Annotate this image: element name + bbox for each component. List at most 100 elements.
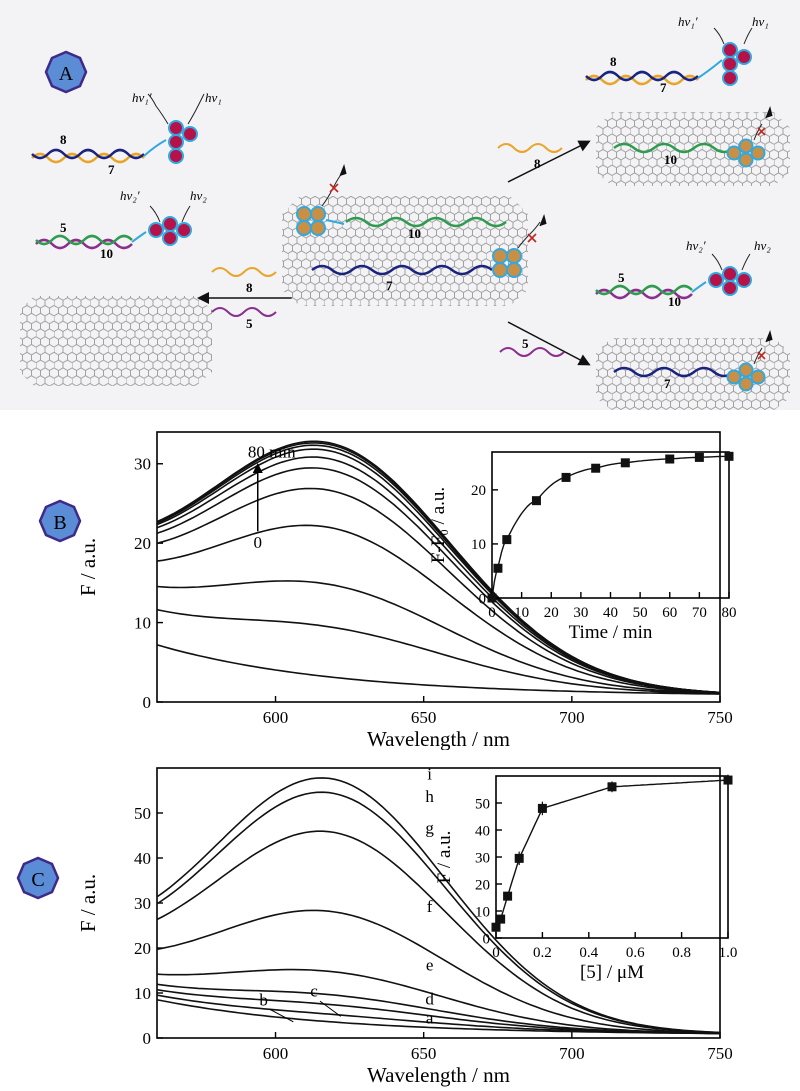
qd-cluster-crimson-1: hν₁′ hν₁ [132, 90, 222, 164]
x-tick-label: 60 [662, 605, 677, 621]
x-tick-label: 40 [603, 605, 618, 621]
center-qd-quenched-bottom: 7 [311, 214, 547, 293]
data-point [591, 463, 601, 473]
curve-label-b: b [259, 991, 268, 1010]
x-tick-label: 70 [692, 605, 707, 621]
y-axis-label: F / a.u. [434, 831, 455, 884]
fit-curve [491, 455, 729, 599]
x-tick-label: 0 [488, 605, 496, 621]
duplex-8-7-left: 8 7 [31, 132, 167, 177]
upper-right-qd-quenched: 10 [613, 106, 773, 168]
x-axis-label: Wavelength / nm [367, 1063, 510, 1087]
y-axis-label: F-F₀ / a.u. [428, 487, 449, 563]
pointer-b [269, 1008, 294, 1023]
curve-label-d: d [425, 990, 434, 1009]
time-annotation-top: 80 min [248, 442, 296, 461]
pointer-c [319, 1000, 342, 1017]
x-tick-label: 0.2 [533, 945, 552, 961]
strand-label-7: 7 [108, 162, 115, 177]
y-axis-label: F / a.u. [76, 538, 100, 596]
data-point [503, 891, 513, 901]
data-point [491, 922, 501, 932]
strand-label-5-lr: 5 [618, 270, 625, 285]
duplex-5-10-right: 5 10 hν₂′ hν₂ [595, 238, 771, 309]
hv1-label-ur: hν₁ [752, 14, 769, 29]
arrow-label-5-right: 5 [522, 336, 529, 351]
x-tick-label: 750 [707, 1044, 733, 1063]
data-point [496, 914, 506, 924]
hv1-label: hν₁ [205, 90, 222, 105]
x-tick-label: 50 [633, 605, 648, 621]
strand-label-7-lr: 7 [664, 376, 671, 391]
curve-label-h: h [425, 787, 434, 806]
y-tick-label: 30 [134, 894, 151, 913]
curve-label-e: e [426, 956, 434, 975]
data-point [724, 451, 734, 461]
curve-label-a: a [426, 1009, 434, 1028]
data-point [607, 782, 617, 792]
x-tick-label: 10 [514, 605, 529, 621]
x-tick-label: 750 [707, 708, 733, 727]
hv1-prime-label: hν₁′ [132, 90, 152, 105]
y-tick-label: 50 [475, 796, 490, 812]
qd-cluster-crimson-2: hν₂′ hν₂ [120, 188, 207, 246]
spectrum-line-h [156, 791, 721, 1034]
hv2-label-lr: hν₂ [754, 238, 771, 253]
spectrum-line-3 [156, 524, 721, 694]
plot-frame [491, 451, 730, 599]
spectrum-line-1 [156, 608, 721, 695]
strand-label-7-ur: 7 [660, 80, 667, 95]
y-tick-label: 20 [134, 534, 151, 553]
spectrum-line-i [156, 777, 721, 1034]
data-point [694, 452, 704, 462]
arrow-left-add-8-5: 8 5 [197, 267, 292, 331]
y-tick-label: 0 [143, 1029, 152, 1048]
badge-letter-a: A [59, 63, 74, 85]
x-tick-label: 20 [544, 605, 559, 621]
data-point [531, 496, 541, 506]
badge-octagon-b [38, 499, 82, 543]
x-tick-label: 700 [559, 1044, 585, 1063]
y-tick-label: 0 [143, 693, 152, 712]
x-tick-label: 0.6 [626, 945, 645, 961]
spectrum-line-d [156, 983, 721, 1035]
fit-curve [495, 779, 729, 928]
y-tick-label: 20 [134, 939, 151, 958]
data-point [723, 775, 733, 785]
hv2-prime-label-lr: hν₂′ [686, 238, 706, 253]
x-axis-label: Time / min [569, 622, 653, 643]
y-tick-label: 10 [134, 614, 151, 633]
spectrum-line-9 [156, 442, 721, 694]
spectrum-line-e [156, 968, 721, 1035]
x-tick-label: 0.4 [579, 945, 598, 961]
spectrum-line-0 [156, 644, 721, 695]
x-tick-label: 650 [411, 1044, 437, 1063]
duplex-8-7-right: 8 7 hν₁′ hν₁ [585, 14, 769, 95]
curve-label-g: g [425, 818, 434, 837]
x-axis-label: Wavelength / nm [367, 727, 510, 750]
arrow-label-8-right: 8 [534, 156, 541, 171]
spectrum-line-2 [156, 580, 721, 695]
y-tick-label: 10 [471, 537, 486, 553]
center-label-10: 10 [408, 226, 421, 241]
panel-a-schematic: A 8 7 hν₁′ hν₁ 5 10 hν₂′ hν₂ [0, 0, 800, 410]
x-tick-label: 0 [492, 945, 500, 961]
arrow-upper-right-add-8: 8 [497, 140, 591, 183]
arrow-label-5: 5 [246, 316, 253, 331]
badge-octagon-c [16, 856, 60, 900]
arrow-label-8: 8 [246, 280, 253, 295]
center-qd-quenched-top: 10 [296, 164, 507, 241]
x-axis-label: [5] / μM [580, 962, 644, 983]
x-tick-label: 600 [263, 708, 289, 727]
data-point [514, 853, 524, 863]
data-point [665, 454, 675, 464]
y-tick-label: 10 [475, 904, 490, 920]
hv2-label: hν₂ [190, 188, 207, 203]
y-tick-label: 20 [475, 877, 490, 893]
hv1-prime-label-ur: hν₁′ [678, 14, 698, 29]
curve-label-c: c [310, 982, 318, 1001]
